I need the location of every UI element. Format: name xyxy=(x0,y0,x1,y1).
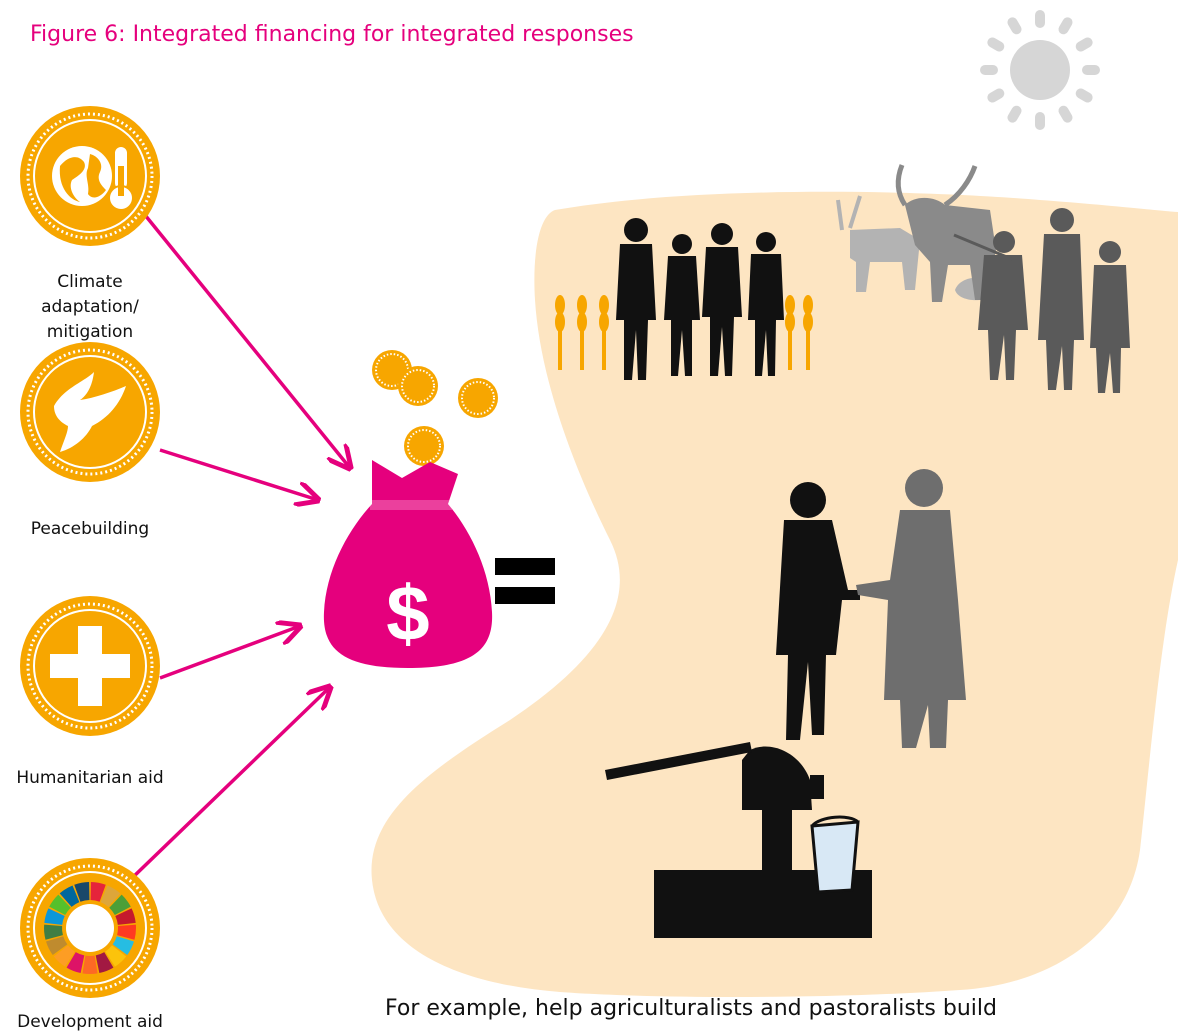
peacebuilding-coin xyxy=(18,340,162,484)
humanitarian-coin xyxy=(18,594,162,738)
land-background xyxy=(371,191,1178,997)
development-coin xyxy=(18,856,162,1000)
sdg-segment xyxy=(66,952,85,974)
falling-coins xyxy=(371,349,499,467)
sdg-wheel-icon xyxy=(43,882,136,974)
sdg-segment xyxy=(100,885,121,907)
sdg-segment xyxy=(53,945,75,967)
sdg-segment xyxy=(43,924,63,940)
arrow-peacebuilding xyxy=(159,448,318,500)
agriculturalists-group xyxy=(616,218,784,380)
sdg-segment xyxy=(44,908,65,925)
pastoralists-group xyxy=(953,208,1130,393)
cross-icon xyxy=(50,626,130,706)
herder-silhouette xyxy=(856,469,966,748)
sdg-segment xyxy=(82,955,98,974)
label-humanitarian: Humanitarian aid xyxy=(16,768,164,788)
equals-sign xyxy=(495,558,555,604)
arrow-climate xyxy=(143,213,350,468)
dove-icon xyxy=(54,372,126,452)
farmer-silhouette xyxy=(776,482,860,740)
label-development: Development aid xyxy=(17,1012,163,1032)
figure-title: Figure 6: Integrated financing for integ… xyxy=(30,22,634,47)
sdg-center xyxy=(66,904,114,952)
dollar-sign: $ xyxy=(386,569,429,657)
globe-thermometer-icon xyxy=(52,145,134,211)
wheat-icon xyxy=(555,295,813,370)
arrow-development xyxy=(128,687,330,882)
sdg-segment xyxy=(49,894,71,916)
handshake-figures xyxy=(776,469,966,748)
climate-coin xyxy=(18,104,162,248)
sdg-segment xyxy=(109,894,131,916)
cattle-icon xyxy=(836,164,996,302)
sdg-segment xyxy=(105,945,127,967)
sdg-segment xyxy=(112,936,134,955)
arrow-humanitarian xyxy=(159,626,300,680)
water-pump-icon xyxy=(605,742,872,938)
sdg-segment xyxy=(117,924,136,940)
money-bag: $ xyxy=(323,460,493,668)
sdg-segment xyxy=(74,882,90,902)
caption-text: For example, help agriculturalists and p… xyxy=(385,996,997,1021)
arrows xyxy=(128,213,350,882)
bucket-icon xyxy=(810,815,860,894)
sun-icon xyxy=(980,10,1100,130)
sdg-segment xyxy=(95,952,114,974)
sdg-segment xyxy=(46,936,68,955)
label-climate: Climate adaptation/ mitigation xyxy=(41,272,139,342)
sdg-segment xyxy=(90,882,106,902)
sdg-segment xyxy=(59,885,80,907)
label-peacebuilding: Peacebuilding xyxy=(30,519,150,539)
sdg-segment xyxy=(115,908,136,925)
